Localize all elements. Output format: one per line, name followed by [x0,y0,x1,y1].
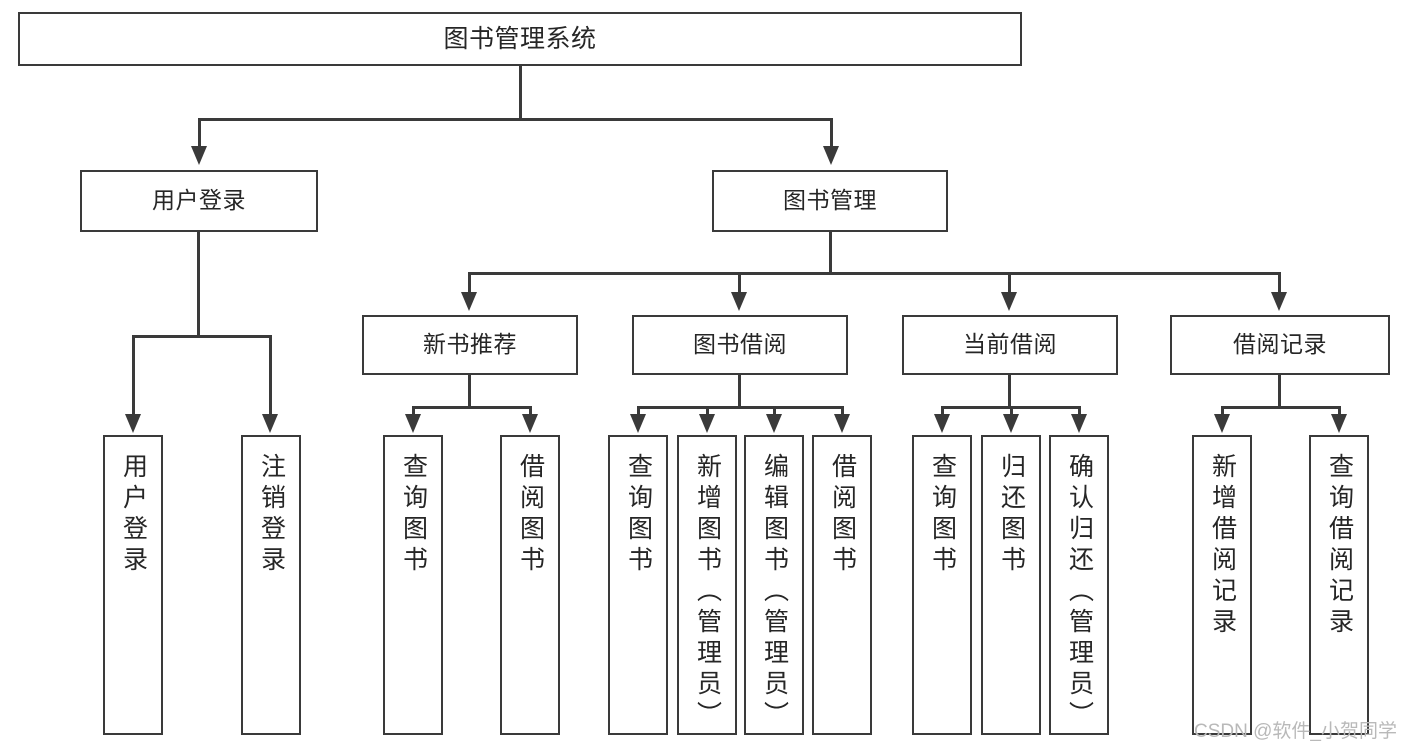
leaf-query-book-borrow[interactable]: 查询图书 [608,435,668,735]
leaf-query-book-new-rec[interactable]: 查询图书 [383,435,443,735]
connector-borrow-record-bus [1221,406,1341,409]
node-current-borrow[interactable]: 当前借阅 [902,315,1118,375]
connector-book-borrow-stem [738,375,741,406]
node-label: 图书借阅 [693,331,787,358]
connector-book-manage-to-borrow-record [1278,272,1281,294]
connector-new-book-bus [412,406,532,409]
leaf-query-borrow-record[interactable]: 查询借阅记录 [1309,435,1369,735]
connector-book-borrow-leaf2 [706,406,709,416]
connector-root-to-book-manage [830,118,833,148]
connector-user-login-bus [132,335,272,338]
node-label: 编辑图书（管理员） [760,453,789,732]
csdn-watermark: CSDN @软件_小贺同学 [1194,721,1397,742]
leaf-add-borrow-record[interactable]: 新增借阅记录 [1192,435,1252,735]
arrow-new-book-leaf1 [405,414,421,433]
node-label: 归还图书 [997,453,1026,577]
leaf-borrow-book-borrow[interactable]: 借阅图书 [812,435,872,735]
connector-book-manage-stem [829,232,832,272]
connector-root-stem [519,66,522,118]
leaf-edit-book-admin[interactable]: 编辑图书（管理员） [744,435,804,735]
node-label: 查询图书 [928,453,957,577]
connector-new-book-stem [468,375,471,406]
leaf-user-logout[interactable]: 注销登录 [241,435,301,735]
node-label: 查询图书 [624,453,653,577]
arrow-current-borrow-leaf2 [1003,414,1019,433]
leaf-confirm-return-admin[interactable]: 确认归还（管理员） [1049,435,1109,735]
leaf-add-book-admin[interactable]: 新增图书（管理员） [677,435,737,735]
leaf-borrow-book-new-rec[interactable]: 借阅图书 [500,435,560,735]
connector-current-borrow-leaf2 [1010,406,1013,416]
arrow-borrow-record-leaf1 [1214,414,1230,433]
connector-book-borrow-bus [637,406,843,409]
connector-current-borrow-stem [1008,375,1011,406]
node-label: 查询图书 [399,453,428,577]
connector-borrow-record-leaf1 [1221,406,1224,416]
connector-borrow-record-leaf2 [1338,406,1341,416]
connector-user-login-stem [197,232,200,335]
node-label: 图书管理 [783,187,877,214]
connector-root-to-user-login [198,118,201,148]
arrow-book-manage-to-new-book [461,292,477,311]
arrow-current-borrow-leaf3 [1071,414,1087,433]
arrow-current-borrow-leaf1 [934,414,950,433]
connector-new-book-leaf1 [412,406,415,416]
arrow-borrow-record-leaf2 [1331,414,1347,433]
node-label: 图书管理系统 [443,25,597,53]
node-label: 借阅记录 [1233,331,1327,358]
connector-book-manage-to-book-borrow [738,272,741,294]
node-book-management[interactable]: 图书管理 [712,170,948,232]
arrow-book-manage-to-current-borrow [1001,292,1017,311]
connector-book-manage-to-current-borrow [1008,272,1011,294]
arrow-user-login-leaf1 [125,414,141,433]
connector-book-manage-to-new-book [468,272,471,294]
node-label: 新增图书（管理员） [693,453,722,732]
node-borrow-record[interactable]: 借阅记录 [1170,315,1390,375]
connector-user-login-leaf1 [132,335,135,416]
arrow-book-borrow-leaf4 [834,414,850,433]
node-new-book-recommendation[interactable]: 新书推荐 [362,315,578,375]
leaf-return-book[interactable]: 归还图书 [981,435,1041,735]
connector-root-bus [198,118,833,121]
node-user-login[interactable]: 用户登录 [80,170,318,232]
connector-book-borrow-leaf4 [841,406,844,416]
arrow-book-borrow-leaf1 [630,414,646,433]
node-label: 确认归还（管理员） [1065,453,1094,732]
arrow-book-borrow-leaf3 [766,414,782,433]
node-book-borrow[interactable]: 图书借阅 [632,315,848,375]
connector-new-book-leaf2 [529,406,532,416]
arrow-book-manage-to-book-borrow [731,292,747,311]
node-label: 查询借阅记录 [1325,453,1354,639]
arrow-user-login-leaf2 [262,414,278,433]
node-label: 用户登录 [119,453,148,577]
leaf-query-book-current[interactable]: 查询图书 [912,435,972,735]
node-label: 借阅图书 [828,453,857,577]
node-root-book-management-system[interactable]: 图书管理系统 [18,12,1022,66]
node-label: 当前借阅 [963,331,1057,358]
connector-book-borrow-leaf3 [773,406,776,416]
arrow-book-manage-to-borrow-record [1271,292,1287,311]
connector-borrow-record-stem [1278,375,1281,406]
node-label: 新增借阅记录 [1208,453,1237,639]
leaf-user-login[interactable]: 用户登录 [103,435,163,735]
connector-current-borrow-leaf3 [1078,406,1081,416]
connector-book-manage-bus [468,272,1280,275]
node-label: 注销登录 [257,453,286,577]
arrow-root-to-user-login [191,146,207,165]
connector-current-borrow-leaf1 [941,406,944,416]
connector-book-borrow-leaf1 [637,406,640,416]
connector-user-login-leaf2 [269,335,272,416]
node-label: 新书推荐 [423,331,517,358]
node-label: 用户登录 [152,187,246,214]
node-label: 借阅图书 [516,453,545,577]
arrow-root-to-book-manage [823,146,839,165]
arrow-book-borrow-leaf2 [699,414,715,433]
arrow-new-book-leaf2 [522,414,538,433]
